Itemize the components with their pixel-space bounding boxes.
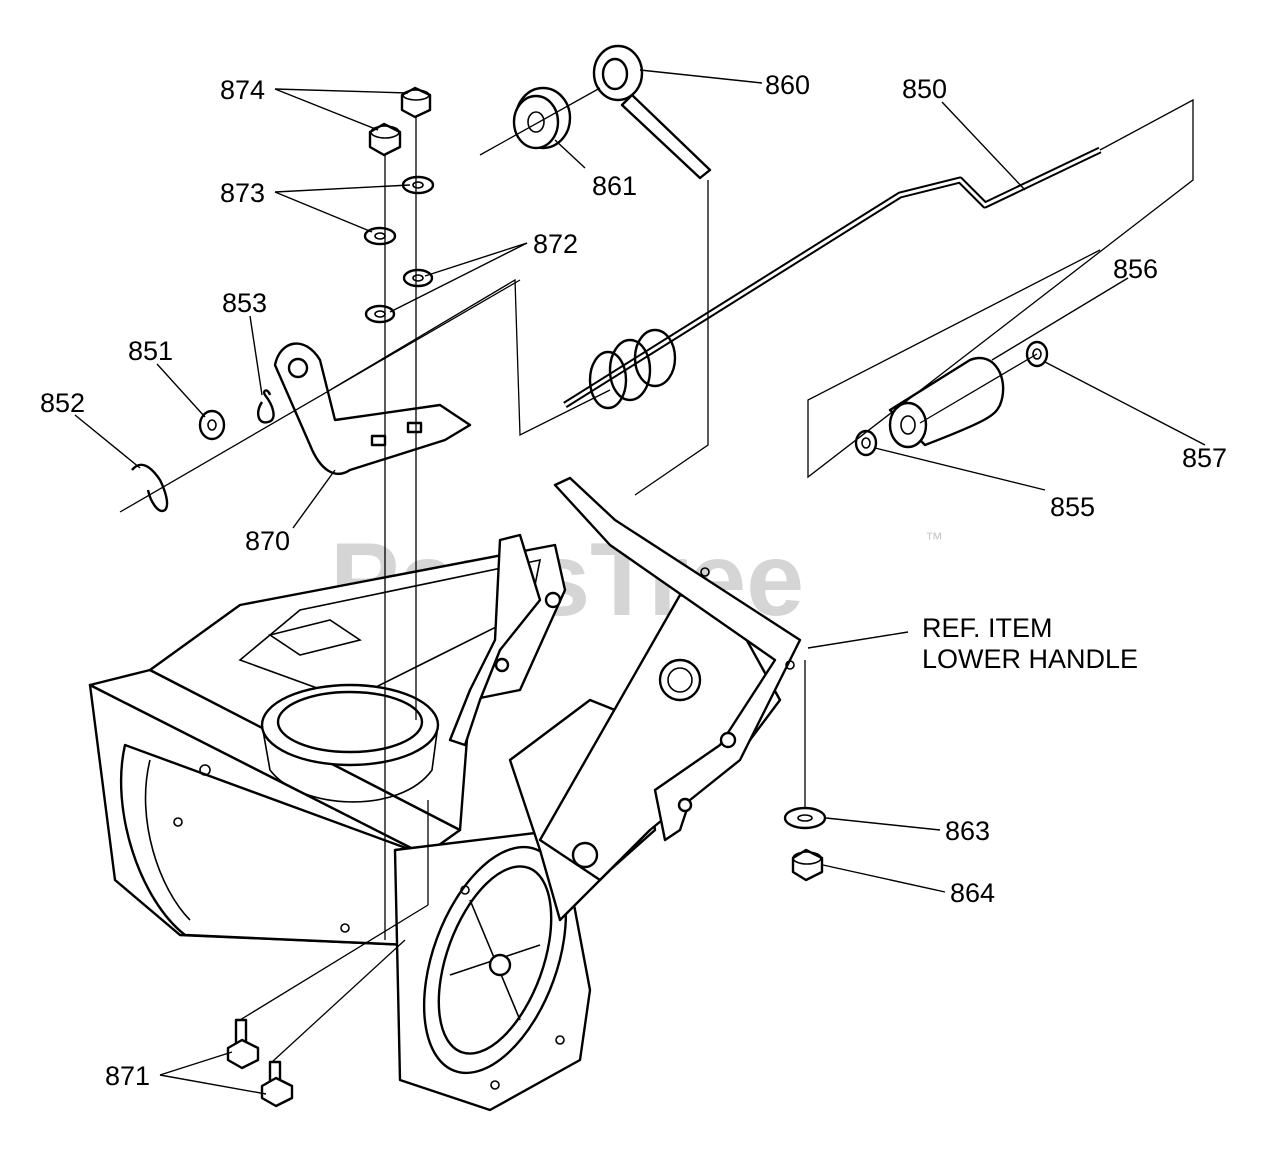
part-863-washer	[783, 806, 827, 830]
part-872-washers	[364, 268, 434, 324]
callout-851: 851	[128, 336, 173, 366]
callout-850: 850	[902, 74, 947, 104]
callout-872: 872	[533, 229, 578, 259]
callout-857: 857	[1182, 443, 1227, 473]
callout-860: 860	[765, 70, 810, 100]
part-871-bolts	[226, 1018, 294, 1108]
callout-864: 864	[950, 878, 995, 908]
part-856-bushing	[888, 356, 1005, 449]
reference-note: REF. ITEM LOWER HANDLE	[922, 613, 1138, 674]
part-860-eyebolt	[592, 44, 712, 180]
leader-lines	[74, 69, 1206, 1095]
assembly-lines	[119, 87, 1194, 1063]
part-853-clip	[256, 389, 275, 424]
callout-855: 855	[1050, 492, 1095, 522]
callout-853: 853	[222, 288, 267, 318]
part-861-grommet	[512, 86, 572, 150]
callout-871: 871	[105, 1061, 150, 1091]
part-851-washer	[198, 409, 226, 441]
chute-housing	[88, 476, 802, 1112]
callout-861: 861	[592, 171, 637, 201]
callout-874: 874	[220, 75, 265, 105]
watermark-trademark: ™	[925, 529, 943, 549]
part-873-washers	[363, 175, 435, 246]
part-874-nuts	[368, 86, 432, 157]
part-850-rod	[563, 146, 1102, 410]
callout-labels: 874 873 872 853 851 852 870 861 860 850 …	[40, 70, 1227, 1091]
callout-870: 870	[245, 526, 290, 556]
ref-item-line1: REF. ITEM	[922, 613, 1053, 643]
callout-852: 852	[40, 388, 85, 418]
part-870-bracket	[273, 342, 472, 476]
part-855-washer	[854, 429, 878, 457]
callout-856: 856	[1113, 254, 1158, 284]
ref-item-line2: LOWER HANDLE	[922, 644, 1138, 674]
part-852-hairpin	[131, 463, 169, 513]
callout-863: 863	[945, 816, 990, 846]
callout-873: 873	[220, 178, 265, 208]
part-864-nut	[791, 848, 824, 882]
